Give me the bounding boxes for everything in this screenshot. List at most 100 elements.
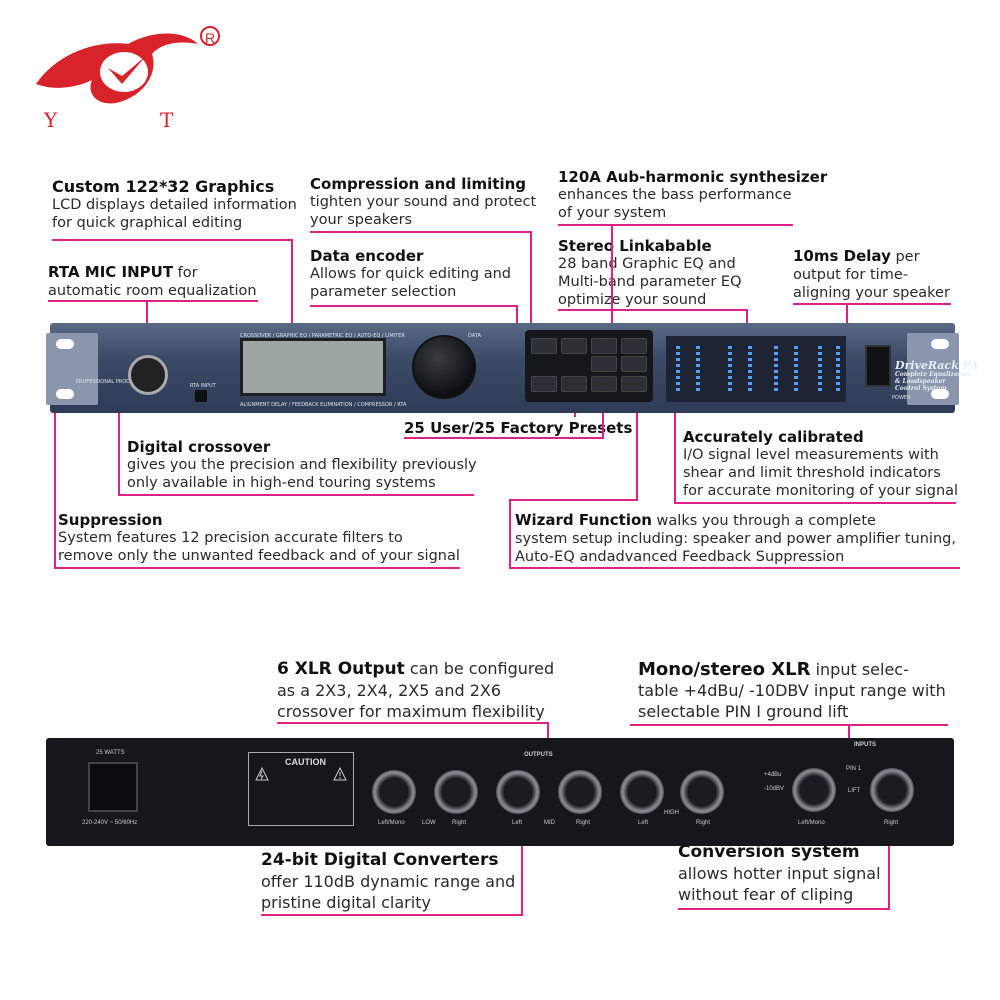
next-page-button[interactable] (561, 338, 587, 354)
inputs-label: INPUTS (854, 742, 877, 748)
lcd-header-label: CROSSOVER / GRAPHIC EQ / PARAMETRIC EQ /… (240, 333, 405, 339)
annotation-text: as a 2X3, 2X4, 2X5 and 2X6 (277, 681, 502, 700)
annotation-title: Data encoder (310, 247, 424, 265)
annotation-text: allows hotter input signal (678, 864, 881, 883)
annotation-title: 120A Aub-harmonic synthesizer (558, 168, 828, 186)
annotation-text: without fear of cliping (678, 885, 854, 904)
level-meters (666, 336, 846, 402)
power-label: POWER (892, 395, 911, 401)
callout-line (310, 231, 532, 233)
watts-label: 25 WATTS (96, 750, 125, 756)
xlr-output-jack[interactable] (372, 770, 416, 814)
xlr-output-jack[interactable] (496, 770, 540, 814)
annotation-text: system setup including: speaker and powe… (515, 531, 956, 547)
meter-bar (818, 346, 822, 392)
brand-subtitle: Control System (895, 385, 947, 392)
wizard-button[interactable] (621, 376, 647, 392)
lcd-footer-label: ALIGNMENT DELAY / FEEDBACK ELIMINATION /… (240, 402, 407, 408)
annotation-text: Auto-EQ andadvanced Feedback Suppression (515, 549, 845, 565)
brand-subtitle: & Loudspeaker (895, 378, 946, 385)
comp-limiter-button[interactable] (591, 356, 617, 372)
annotation-xlr-output: 6 XLR Output can be configured as a 2X3,… (277, 658, 554, 722)
store-button[interactable] (591, 376, 617, 392)
outputs-label: OUTPUTS (524, 752, 553, 758)
rack-hole (56, 389, 74, 399)
voltage-label: 220-240V ~ 50/60Hz (82, 820, 138, 826)
input-label: PIN 1 (846, 766, 862, 772)
annotation-title: Custom 122*32 Graphics (52, 177, 275, 196)
annotation-delay: 10ms Delay per output for time- aligning… (793, 247, 950, 302)
rack-ear-left (46, 333, 98, 405)
maker-label: PROFESSIONAL PRODUCTS (76, 379, 144, 385)
xlr-input-jack-left[interactable] (792, 768, 836, 812)
xlr-output-jack[interactable] (434, 770, 478, 814)
callout-line (558, 309, 748, 311)
annotation-converters: 24-bit Digital Converters offer 110dB dy… (261, 850, 515, 913)
power-switch[interactable] (865, 345, 891, 387)
meter-bar (728, 346, 732, 392)
annotation-text: offer 110dB dynamic range and (261, 872, 516, 891)
callout-line (678, 908, 890, 910)
rta-input-label: RTA INPUT (190, 383, 216, 389)
rack-ear-right (907, 333, 959, 405)
output-label: Right (576, 820, 591, 826)
xlr-output-jack[interactable] (680, 770, 724, 814)
annotation-text: optimize your sound (558, 292, 707, 308)
annotation-suppression: Suppression System features 12 precision… (58, 511, 460, 565)
bird-logo-icon (36, 33, 198, 104)
annotation-text: System features 12 precision accurate fi… (58, 530, 403, 546)
xlr-output-jack[interactable] (620, 770, 664, 814)
callout-line (52, 239, 292, 241)
annotation-text: I/O signal level measurements with (683, 447, 939, 463)
meter-bar (774, 346, 778, 392)
output-label: HIGH (664, 810, 679, 816)
power-inlet[interactable] (88, 762, 138, 812)
rta-button[interactable] (195, 390, 207, 402)
registered-mark: R (200, 26, 220, 46)
annotation-text: pristine digital clarity (261, 893, 431, 912)
annotation-text: gives you the precision and flexibility … (127, 457, 477, 473)
annotation-text: per (890, 249, 920, 265)
callout-line (558, 224, 793, 226)
meter-bar (696, 346, 700, 392)
utility-button[interactable] (561, 376, 587, 392)
callout-line (611, 224, 613, 344)
annotation-xlr-input: Mono/stereo XLR input selec- table +4dBu… (638, 659, 946, 722)
annotation-text: for accurate monitoring of your signal (683, 483, 959, 499)
caution-label-box: CAUTION (248, 752, 354, 826)
annotation-title: 6 XLR Output (277, 659, 405, 679)
input-label: -10dBV (764, 786, 785, 792)
data-encoder-knob[interactable] (412, 335, 476, 399)
annotation-text: can be configured (404, 659, 555, 678)
annotation-text: for (173, 265, 198, 281)
annotation-title: Wizard Function (515, 511, 652, 529)
prev-page-button[interactable] (531, 338, 557, 354)
callout-line (509, 567, 960, 569)
meter-bar (748, 346, 752, 392)
brand-label: DriveRack PA Complete Equalization & Lou… (895, 360, 979, 392)
callout-line (674, 408, 676, 504)
output-label: LOW (422, 820, 436, 826)
delay-button[interactable] (621, 356, 647, 372)
annotation-title: Suppression (58, 511, 163, 529)
annotation-text: remove only the unwanted feedback and of… (58, 548, 460, 564)
program-button[interactable] (531, 376, 557, 392)
output-label: Left (638, 820, 649, 826)
eq-button[interactable] (591, 338, 617, 354)
annotation-text: of your system (558, 205, 667, 221)
meter-bar (676, 346, 680, 392)
annotation-title: RTA MIC INPUT (48, 263, 174, 281)
logo-letter-t: T (160, 108, 174, 132)
lightning-warning-icon (255, 767, 269, 781)
annotation-text: input selec- (810, 660, 909, 679)
callout-line (54, 567, 460, 569)
xlr-input-jack-right[interactable] (870, 768, 914, 812)
input-label: Right (884, 820, 899, 826)
xlr-output-jack[interactable] (558, 770, 602, 814)
annotation-text: 28 band Graphic EQ and (558, 256, 736, 272)
subharmonic-button[interactable] (621, 338, 647, 354)
annotation-text: output for time- (793, 267, 908, 283)
rta-mic-input-jack[interactable] (128, 355, 168, 395)
callout-line (530, 231, 532, 359)
callout-line (404, 437, 604, 439)
